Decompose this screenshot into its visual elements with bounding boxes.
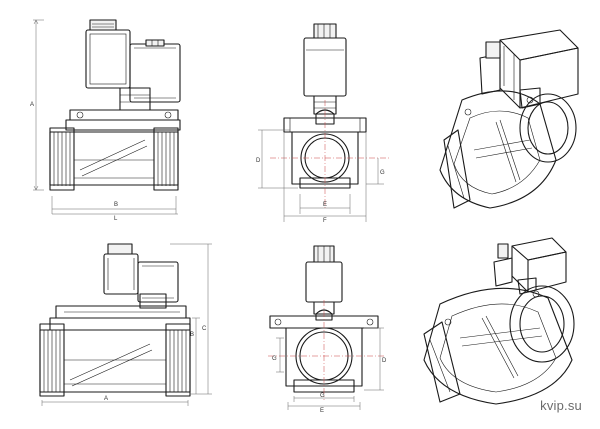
bottom-isometric-view bbox=[423, 237, 575, 405]
top-front-view: A B L bbox=[30, 19, 181, 222]
bottom-front-view: C B A bbox=[39, 243, 212, 406]
dim-label-C: C bbox=[202, 326, 207, 332]
dim-label-E-bottom: E bbox=[320, 408, 324, 414]
dim-label-B-bottom: B bbox=[190, 332, 194, 338]
dim-label-D-top: D bbox=[256, 158, 261, 164]
dim-label-A-bottom: A bbox=[104, 396, 108, 402]
dim-label-B: B bbox=[114, 202, 118, 208]
dim-label-G2-bottom: G bbox=[320, 393, 325, 399]
dim-label-A: A bbox=[30, 102, 34, 108]
dim-label-G-bottom: G bbox=[272, 356, 277, 362]
dim-label-E-top: E bbox=[323, 202, 327, 208]
dim-label-D-bottom: D bbox=[382, 358, 387, 364]
dim-label-G-top: G bbox=[380, 170, 385, 176]
top-side-view: D G E F bbox=[256, 23, 390, 224]
top-isometric-view bbox=[439, 29, 579, 209]
watermark-text: kvip.su bbox=[540, 398, 582, 413]
dim-label-F-top: F bbox=[323, 218, 327, 224]
dim-label-L: L bbox=[114, 216, 118, 222]
bottom-side-view: G D G E bbox=[268, 245, 387, 414]
